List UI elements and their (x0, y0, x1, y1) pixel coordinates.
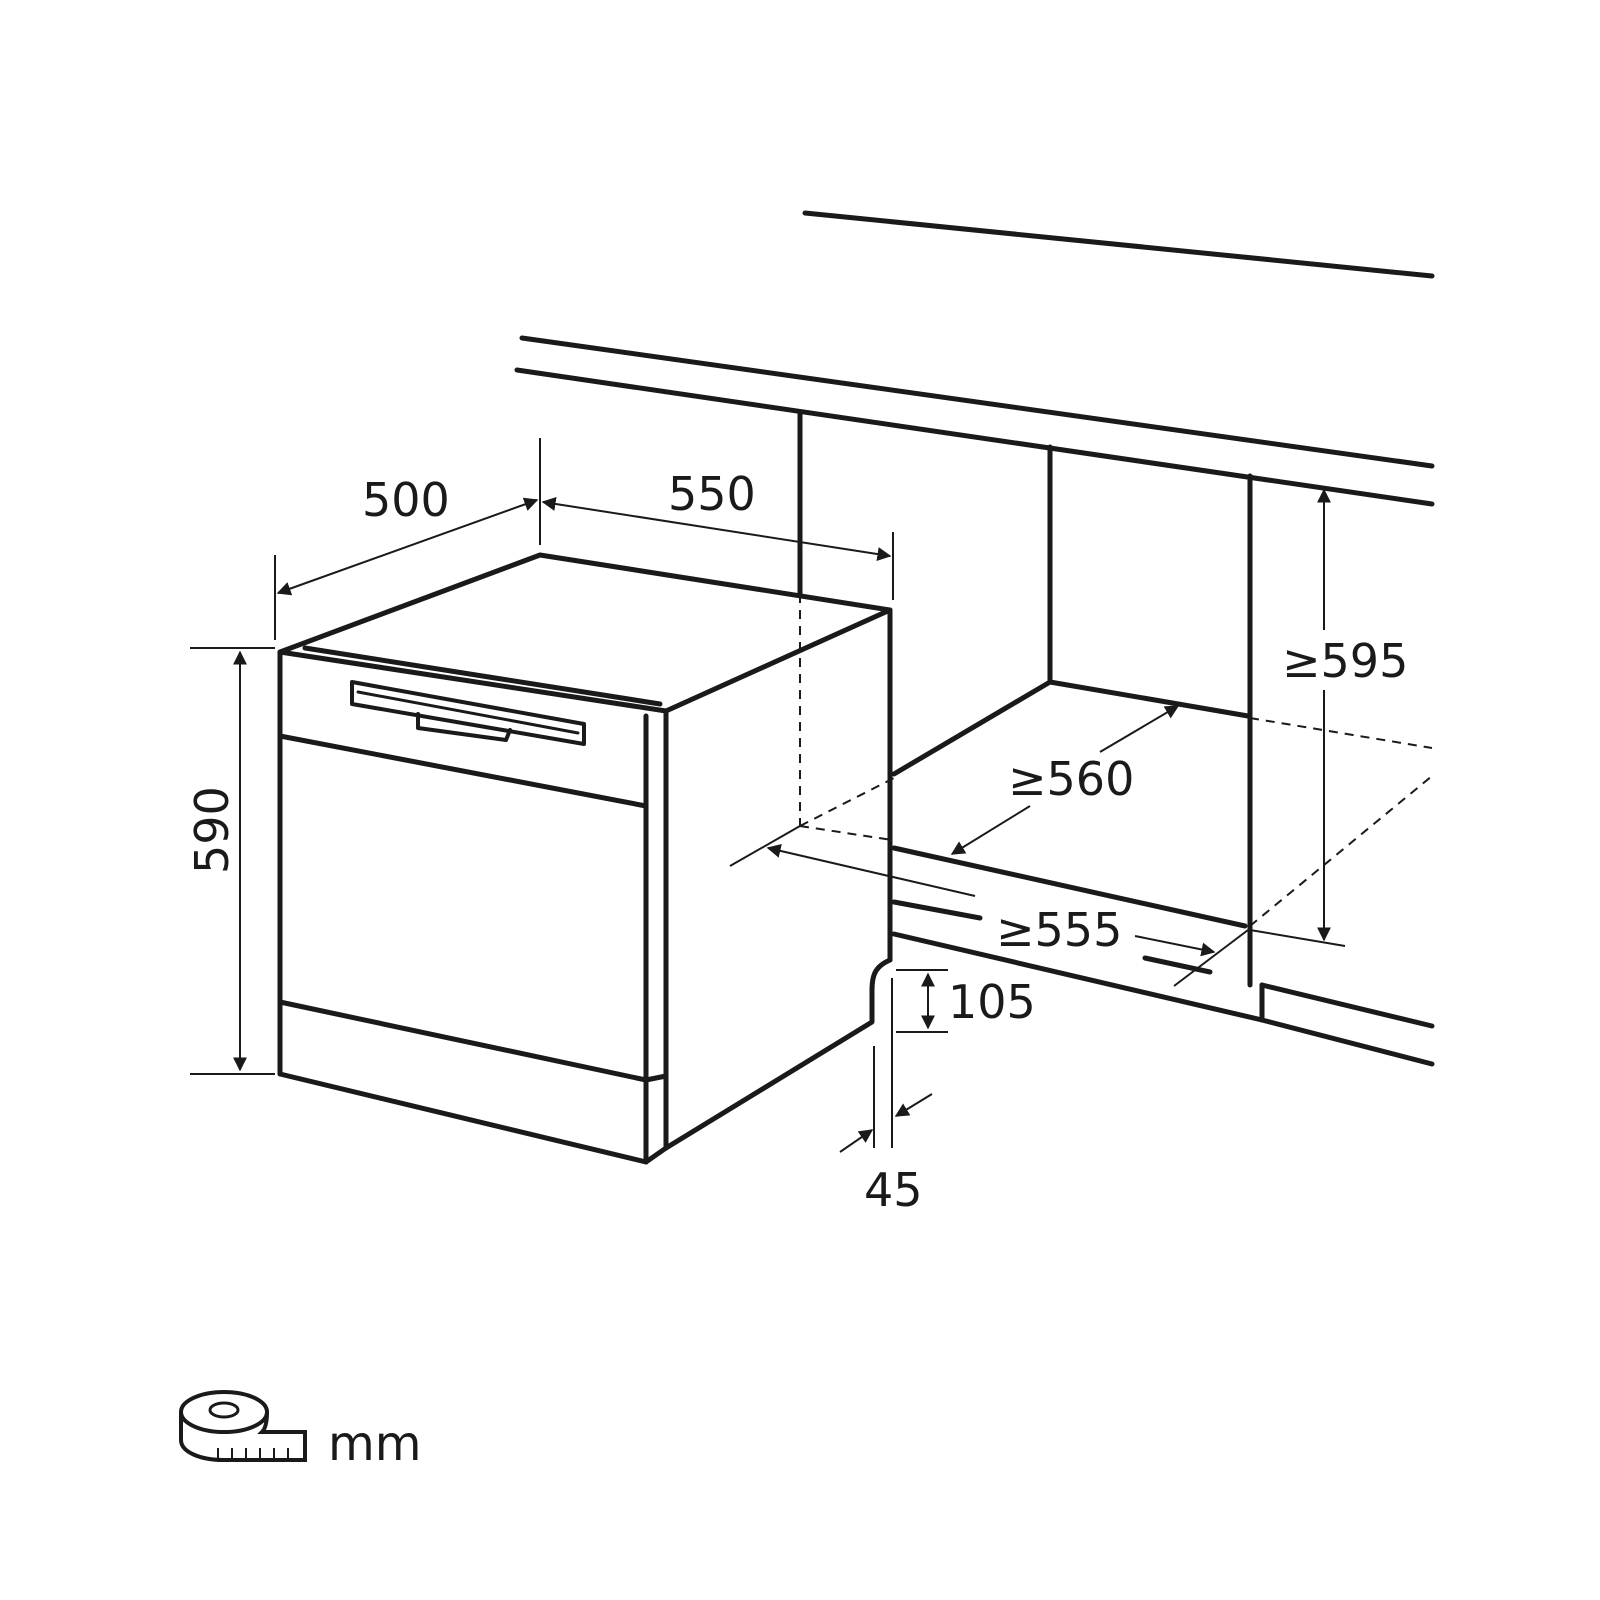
door-handle-inner (356, 690, 580, 735)
plinth-line-bottom (891, 931, 1265, 1023)
unit-label: mm (328, 1416, 422, 1472)
plinth-segment (1142, 955, 1213, 975)
dimension-niche-width: ≥555 (729, 825, 1249, 987)
width-label: 500 (362, 473, 450, 527)
handle-grip (416, 712, 512, 742)
plinth-height-label: 105 (948, 975, 1036, 1029)
control-panel-bottom (277, 733, 649, 809)
kitchen-cabinetry (514, 210, 1435, 1067)
dimension-height: 590 (185, 647, 275, 1075)
niche-floor-side (891, 679, 1053, 777)
door-bottom (277, 999, 649, 1083)
worktop-bottom-edge (514, 367, 1435, 507)
niche-hidden-lines (799, 594, 1433, 927)
dishwasher (277, 552, 893, 1165)
door-handle (350, 680, 586, 746)
dimension-plinth-recess: 45 (839, 978, 933, 1217)
dimension-width: 500 (274, 438, 541, 640)
dimension-plinth-height: 105 (896, 969, 1036, 1033)
wall-line-top (802, 210, 1435, 279)
depth-label: 550 (668, 467, 756, 521)
units-legend: mm (179, 1390, 422, 1472)
niche-width-label: ≥555 (996, 903, 1122, 957)
niche-floor-back (1047, 679, 1251, 719)
plinth-line-mid (891, 899, 983, 921)
dimension-niche-depth: ≥560 (950, 705, 1180, 855)
plinth-line-top (891, 845, 1248, 929)
height-label: 590 (185, 786, 239, 874)
floor-line-right (1259, 1017, 1435, 1067)
dimension-depth: 550 (541, 467, 894, 600)
worktop-top-edge (519, 335, 1435, 469)
plinth-recess-label: 45 (864, 1163, 923, 1217)
dishwasher-top-front-inner (302, 645, 663, 707)
dimension-niche-height: ≥595 (1249, 488, 1408, 947)
niche-depth-label: ≥560 (1008, 752, 1134, 806)
tape-measure-icon (179, 1390, 307, 1462)
niche-height-label: ≥595 (1282, 634, 1408, 688)
dishwasher-plinth-recess (643, 957, 893, 1165)
door-bottom-side (643, 1073, 669, 1083)
cabinet-plinth-right-vert (1259, 982, 1435, 1029)
dishwasher-bottom-front (277, 1071, 649, 1165)
